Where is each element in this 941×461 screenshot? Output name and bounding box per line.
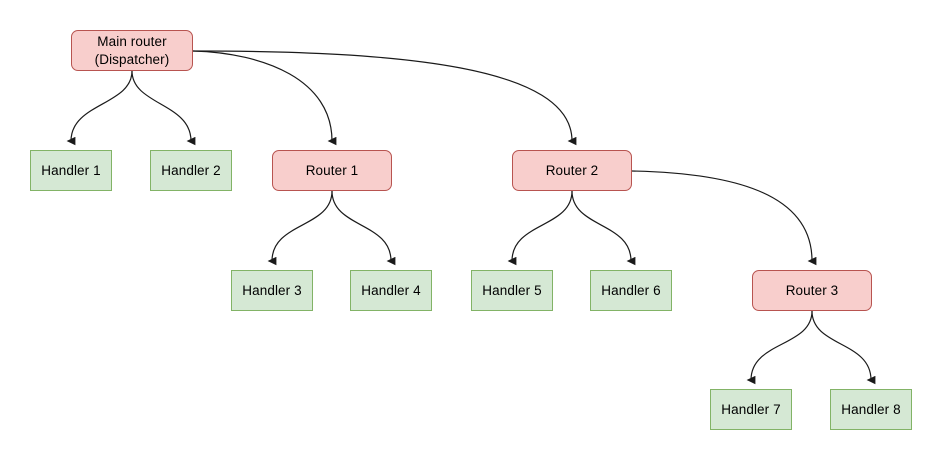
node-main-router[interactable]: Main router (Dispatcher)	[71, 30, 193, 71]
edge-router-2-to-handler-5	[507, 190, 573, 266]
edge-router-1-to-handler-3	[267, 190, 333, 266]
node-label-handler-4: Handler 4	[361, 282, 421, 298]
node-handler-4[interactable]: Handler 4	[350, 270, 432, 311]
edge-router-3-to-handler-7	[746, 310, 813, 385]
node-label-handler-7: Handler 7	[721, 401, 781, 417]
edge-router-3-to-handler-8	[811, 310, 876, 385]
node-router-1[interactable]: Router 1	[272, 150, 392, 191]
edge-router-2-to-router-3	[631, 170, 817, 266]
node-label-router-1: Router 1	[305, 162, 359, 178]
node-handler-7[interactable]: Handler 7	[710, 389, 792, 430]
node-handler-5[interactable]: Handler 5	[471, 270, 553, 311]
node-label-handler-1: Handler 1	[41, 162, 101, 178]
node-router-2[interactable]: Router 2	[512, 150, 632, 191]
edge-router-2-to-handler-6	[571, 190, 636, 266]
edges-group	[66, 50, 876, 385]
node-handler-2[interactable]: Handler 2	[150, 150, 232, 191]
node-router-3[interactable]: Router 3	[752, 270, 872, 311]
node-label-router-2: Router 2	[545, 162, 599, 178]
node-label-handler-5: Handler 5	[482, 282, 542, 298]
edge-router-1-to-handler-4	[331, 190, 396, 266]
node-label-handler-3: Handler 3	[242, 282, 302, 298]
edge-main-router-to-router-2	[192, 50, 577, 146]
node-handler-3[interactable]: Handler 3	[231, 270, 313, 311]
edge-main-router-to-router-1	[192, 50, 337, 146]
node-label-handler-6: Handler 6	[601, 282, 661, 298]
node-handler-1[interactable]: Handler 1	[30, 150, 112, 191]
node-label-handler-2: Handler 2	[161, 162, 221, 178]
edge-main-router-to-handler-1	[66, 70, 133, 146]
node-handler-8[interactable]: Handler 8	[830, 389, 912, 430]
node-label-main-router: Main router (Dispatcher)	[94, 33, 170, 67]
node-label-router-3: Router 3	[785, 282, 839, 298]
node-label-handler-8: Handler 8	[841, 401, 901, 417]
edge-main-router-to-handler-2	[131, 70, 196, 146]
node-handler-6[interactable]: Handler 6	[590, 270, 672, 311]
